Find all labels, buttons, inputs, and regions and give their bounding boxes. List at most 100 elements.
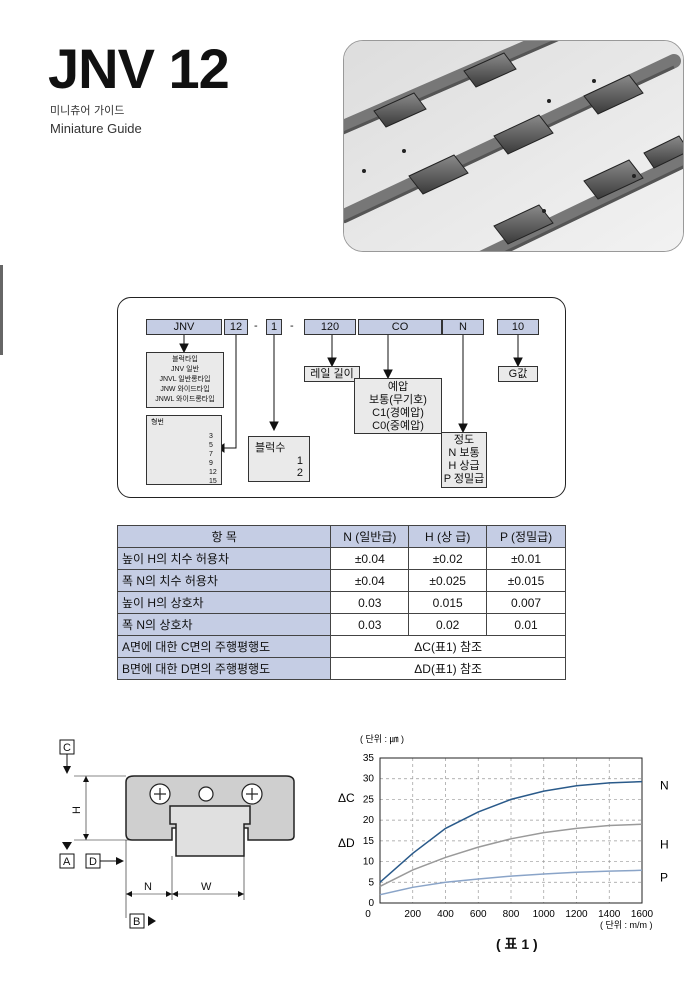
y-tick-label: 35 xyxy=(363,753,375,764)
row-label: A면에 대한 C면의 주행평행도 xyxy=(116,635,332,658)
series-label-p: P xyxy=(660,870,668,884)
x-tick-label: 600 xyxy=(470,909,487,920)
x-tick-label: 1600 xyxy=(631,909,654,920)
y-tick-label: 15 xyxy=(363,836,375,847)
plot-frame xyxy=(379,757,643,904)
block-count-item: 2 xyxy=(296,467,303,479)
label-a: A xyxy=(63,856,71,868)
code-preload: CO xyxy=(358,319,442,335)
accuracy-table: 항 목 N (일반급) H (상 급) P (정밀급) 높이 H의 치수 허용차… xyxy=(116,525,566,680)
preload-box: 예압 보통(무기호) C1(경예압) C0(중예압) xyxy=(354,378,442,434)
block-type-title: 블럭타입 xyxy=(172,356,198,363)
code-separator: - xyxy=(254,320,258,332)
chart-unit-top: ( 단위 : ㎛ ) xyxy=(360,734,404,745)
chart-unit-bottom: ( 단위 : m/m ) xyxy=(600,920,653,930)
series-label-h: H xyxy=(660,837,669,851)
block-type-item: JNVL 일반롱타입 xyxy=(159,376,211,383)
accuracy-title: 정도 xyxy=(453,434,475,446)
model-item: 5 xyxy=(209,442,213,449)
table-header-row: 항 목 N (일반급) H (상 급) P (정밀급) xyxy=(116,525,566,548)
x-tick-label: 800 xyxy=(503,909,520,920)
y-tick-label: 10 xyxy=(363,857,375,868)
table-row: A면에 대한 C면의 주행평행도 ΔC(표1) 참조 xyxy=(116,635,566,658)
table-row: 높이 H의 상호차 0.03 0.015 0.007 xyxy=(116,591,566,614)
row-label: 폭 N의 치수 허용차 xyxy=(116,569,332,592)
series-line-h xyxy=(379,823,643,888)
table-header: 항 목 xyxy=(116,525,332,548)
cell-p: ±0.015 xyxy=(486,569,566,592)
x-tick-label: 1200 xyxy=(565,909,588,920)
model-number-list: 형번 3 5 7 9 12 15 xyxy=(146,415,222,485)
accuracy-box: 정도 N 보통 H 상급 P 정밀급 xyxy=(441,432,487,488)
parallelism-chart: ( 단위 : ㎛ ) ΔC ΔD ( 단위 : m/m ) 0510152025… xyxy=(338,734,669,930)
model-item: 3 xyxy=(209,433,213,440)
y-tick-label: 20 xyxy=(363,815,375,826)
preload-item: 보통(무기호) xyxy=(369,394,427,406)
code-model: 12 xyxy=(224,319,248,335)
cell-p: ±0.01 xyxy=(486,547,566,570)
rail-length-box: 레일 길이 xyxy=(304,366,360,382)
cell-h: 0.015 xyxy=(408,591,488,614)
table-header: H (상 급) xyxy=(408,525,488,548)
label-d: D xyxy=(89,856,97,868)
cell-p: 0.01 xyxy=(486,613,566,636)
product-photo xyxy=(343,40,684,252)
cell-n: ±0.04 xyxy=(330,547,410,570)
block-type-item: JNWL 와이드롱타입 xyxy=(155,396,215,403)
subtitle-korean: 미니츄어 가이드 xyxy=(50,104,125,117)
edge-marker xyxy=(0,265,3,355)
y-tick-label: 30 xyxy=(363,774,375,785)
label-b: B xyxy=(133,916,140,928)
row-label: 폭 N의 상호차 xyxy=(116,613,332,636)
y-tick-label: 0 xyxy=(368,898,374,909)
code-g-value: 10 xyxy=(497,319,539,335)
cross-section-diagram: C H A D N W xyxy=(59,739,295,929)
chart-side-label-dd: ΔD xyxy=(338,836,355,850)
model-item: 7 xyxy=(209,451,213,458)
cell-n: 0.03 xyxy=(330,613,410,636)
x-tick-label: 400 xyxy=(437,909,454,920)
label-c: C xyxy=(63,742,71,754)
block-count-title: 블럭수 xyxy=(255,442,286,454)
row-label: B면에 대한 D면의 주행평행도 xyxy=(116,657,332,680)
preload-item: C0(중예압) xyxy=(372,420,424,432)
page-title: JNV 12 xyxy=(48,37,230,100)
series-line-p xyxy=(379,869,643,896)
code-designation-panel: JNV 12 - 1 - 120 CO N 10 블럭타입 JNV 일반 JNV… xyxy=(117,297,566,498)
accuracy-item: H 상급 xyxy=(448,460,480,472)
block-type-item: JNW 와이드타입 xyxy=(160,386,210,393)
subtitle-english: Miniature Guide xyxy=(50,121,142,136)
chart-caption: ( 표 1 ) xyxy=(496,936,538,952)
code-separator: - xyxy=(290,320,294,332)
cell-h: 0.02 xyxy=(408,613,488,636)
model-item: 15 xyxy=(209,478,217,485)
table-header: P (정밀급) xyxy=(486,525,566,548)
preload-title: 예압 xyxy=(387,381,409,393)
table-row: 높이 H의 치수 허용차 ±0.04 ±0.02 ±0.01 xyxy=(116,547,566,570)
model-item: 9 xyxy=(209,460,213,467)
x-tick-label: 1000 xyxy=(533,909,556,920)
chart-side-label-dc: ΔC xyxy=(338,791,355,805)
cell-h: ±0.02 xyxy=(408,547,488,570)
table-row: B면에 대한 D면의 주행평행도 ΔD(표1) 참조 xyxy=(116,657,566,680)
y-tick-label: 5 xyxy=(368,877,374,888)
accuracy-item: P 정밀급 xyxy=(443,473,485,485)
cell-p: 0.007 xyxy=(486,591,566,614)
merged-cell: ΔD(표1) 참조 xyxy=(330,657,566,680)
row-label: 높이 H의 상호차 xyxy=(116,591,332,614)
code-rail-length: 120 xyxy=(304,319,356,335)
g-value-box: G값 xyxy=(498,366,538,382)
x-tick-label: 1400 xyxy=(598,909,621,920)
block-count-box: 블럭수 1 2 xyxy=(248,436,310,482)
code-accuracy: N xyxy=(442,319,484,335)
series-label-n: N xyxy=(660,779,669,793)
cell-n: ±0.04 xyxy=(330,569,410,592)
cell-h: ±0.025 xyxy=(408,569,488,592)
table-header: N (일반급) xyxy=(330,525,410,548)
code-arrows xyxy=(179,335,523,453)
merged-cell: ΔC(표1) 참조 xyxy=(330,635,566,658)
label-h: H xyxy=(71,806,83,814)
cell-n: 0.03 xyxy=(330,591,410,614)
model-item: 12 xyxy=(209,469,217,476)
x-tick-label: 200 xyxy=(404,909,421,920)
